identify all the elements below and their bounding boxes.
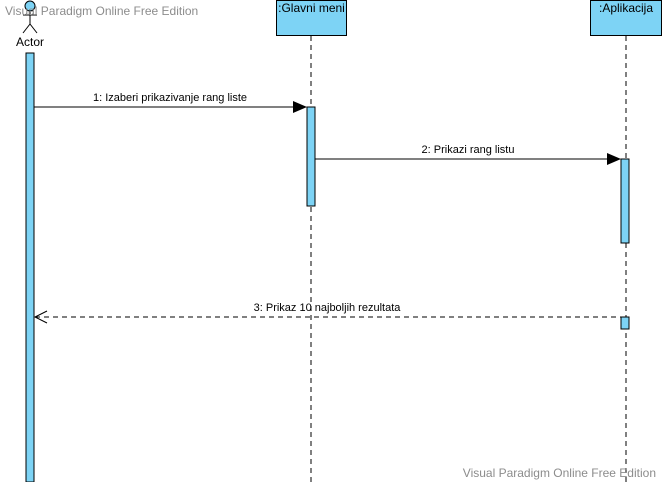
message-2-arrowhead: [607, 153, 621, 165]
activation-glavni-meni[interactable]: [306, 106, 316, 207]
message-3-arrowhead: [33, 310, 48, 324]
message-1-arrowhead: [293, 101, 307, 113]
message-1-label: 1: Izaberi prikazivanje rang liste: [92, 92, 248, 104]
watermark-bottom: Visual Paradigm Online Free Edition: [462, 466, 656, 480]
message-3-label: 3: Prikaz 10 najboljih rezultata: [253, 302, 401, 314]
activation-aplikacija-1[interactable]: [620, 158, 630, 244]
actor-label: Actor: [16, 35, 45, 49]
lifeline-head-glavni-meni[interactable]: :Glavni meni: [276, 0, 347, 36]
activation-aplikacija-2[interactable]: [620, 316, 630, 330]
activation-actor[interactable]: [25, 52, 35, 482]
actor-figure[interactable]: [22, 0, 38, 34]
actor-left-leg: [22, 23, 31, 34]
message-2-label: 2: Prikazi rang listu: [421, 144, 515, 156]
lifeline-head-aplikacija[interactable]: :Aplikacija: [590, 0, 662, 36]
actor-right-leg: [29, 23, 38, 34]
watermark-top: Visual Paradigm Online Free Edition: [5, 4, 199, 18]
